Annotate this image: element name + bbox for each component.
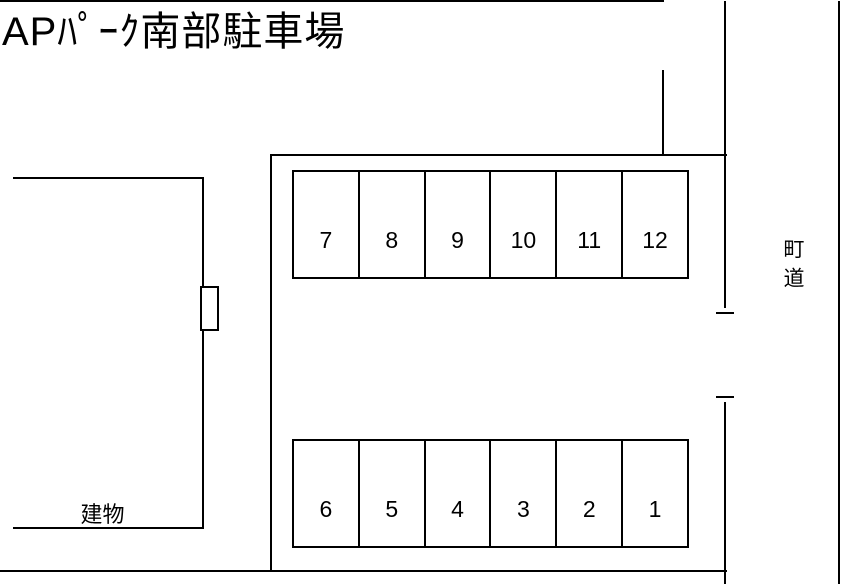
- parking-space-5: 5: [357, 439, 426, 548]
- parking-space-2: 2: [555, 439, 624, 548]
- parking-space-number: 8: [385, 227, 399, 253]
- parking-space-7: 7: [292, 170, 360, 279]
- parking-space-number: 2: [582, 496, 596, 522]
- road-gate-lower-tick: [716, 396, 734, 398]
- parking-space-9: 9: [423, 170, 492, 279]
- road-right-line: [838, 1, 840, 584]
- title-drop-line: [662, 70, 664, 156]
- parking-space-number: 7: [319, 227, 333, 253]
- building-annex-box: [200, 286, 219, 331]
- parking-space-3: 3: [489, 439, 558, 548]
- road-left-upper-line: [724, 1, 726, 308]
- parking-space-11: 11: [555, 170, 624, 279]
- road-left-lower-line: [724, 402, 726, 584]
- parking-top-line: [270, 154, 727, 156]
- parking-space-10: 10: [489, 170, 558, 279]
- parking-space-number: 5: [385, 496, 399, 522]
- parking-space-12: 12: [621, 170, 689, 279]
- parking-row-top: 7 8 9 10 11 12: [292, 170, 689, 279]
- parking-space-number: 4: [451, 496, 464, 522]
- building-outline: 建物: [13, 177, 204, 529]
- parking-space-4: 4: [423, 439, 492, 548]
- parking-space-number: 3: [517, 496, 530, 522]
- building-label: 建物: [80, 502, 125, 527]
- road-gate-upper-tick: [716, 312, 734, 314]
- parking-space-8: 8: [357, 170, 426, 279]
- parking-space-number: 11: [577, 227, 602, 253]
- parking-space-number: 9: [451, 227, 464, 253]
- road-label: 町道: [781, 238, 804, 296]
- parking-space-number: 12: [642, 227, 668, 253]
- title-underline-line: [0, 0, 664, 2]
- parking-space-number: 1: [648, 496, 662, 522]
- parking-space-1: 1: [621, 439, 689, 548]
- parking-space-number: 10: [510, 227, 537, 253]
- page-title: APﾊﾟｰｸ南部駐車場: [2, 10, 346, 54]
- parking-row-bottom: 6 5 4 3 2 1: [292, 439, 689, 548]
- parking-space-number: 6: [319, 496, 333, 522]
- parking-space-6: 6: [292, 439, 360, 548]
- parking-left-line: [270, 154, 272, 572]
- bottom-boundary-line: [0, 570, 727, 572]
